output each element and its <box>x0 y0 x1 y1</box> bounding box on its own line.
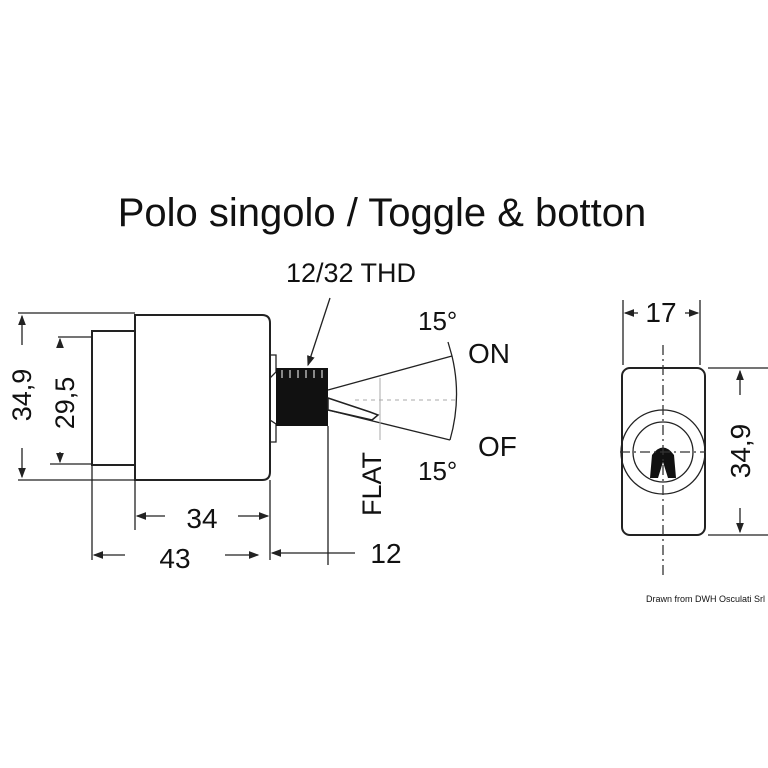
height-dim: 34,9 <box>725 424 756 479</box>
switch-body <box>134 314 271 481</box>
toggle-length-dim: 12 <box>370 538 401 569</box>
credit-text: Drawn from DWH Osculati Srl <box>646 594 765 604</box>
mount-flange <box>269 354 277 443</box>
on-label: ON <box>468 338 510 369</box>
front-view: 17 34,9 <box>620 297 768 575</box>
toggle-lever <box>327 396 380 421</box>
total-length-dim: 43 <box>159 543 190 574</box>
off-label: OF <box>478 431 517 462</box>
thread-leader-arrow <box>307 297 331 367</box>
thread-label: 12/32 THD <box>286 258 416 288</box>
threaded-bushing <box>276 368 328 426</box>
toggle-tip <box>650 447 676 478</box>
body-length-dim: 34 <box>186 503 217 534</box>
height-inner-dim: 29,5 <box>50 377 80 430</box>
on-angle-label: 15° <box>418 306 457 336</box>
off-position-line <box>327 409 451 441</box>
drawing-title: Polo singolo / Toggle & botton <box>118 191 647 235</box>
on-position-line <box>327 355 453 391</box>
flat-label: FLAT <box>357 452 387 516</box>
travel-arc <box>449 355 458 441</box>
side-view: 12/32 THD 15° ON OF 15° FLAT 34,9 29,5 3… <box>7 258 517 574</box>
front-bezel <box>91 330 136 466</box>
off-angle-label: 15° <box>418 456 457 486</box>
height-outer-dim: 34,9 <box>7 369 37 422</box>
width-dim: 17 <box>645 297 676 328</box>
bushing-ring <box>632 421 694 483</box>
